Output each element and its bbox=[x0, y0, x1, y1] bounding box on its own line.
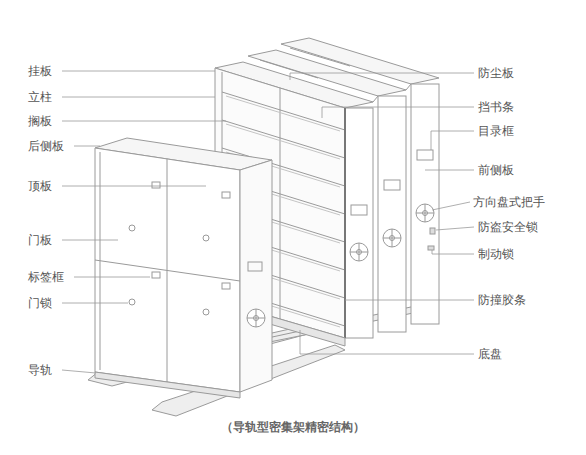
shelf-line bbox=[222, 120, 345, 158]
handwheels bbox=[350, 204, 435, 261]
part-label: 防尘板 bbox=[478, 66, 514, 80]
part-label: 防撞胶条 bbox=[478, 293, 526, 307]
part-label: 目录框 bbox=[478, 124, 514, 138]
part-label: 门板 bbox=[28, 233, 52, 247]
part-label: 搁板 bbox=[28, 114, 52, 128]
part-label: 导轨 bbox=[28, 363, 52, 377]
book-stop-line bbox=[226, 96, 340, 131]
part-label: 底盘 bbox=[478, 347, 502, 361]
shelf-line bbox=[222, 92, 345, 130]
part-label: 挡书条 bbox=[478, 100, 514, 114]
part-label: 挂板 bbox=[28, 64, 52, 78]
caption: （导轨型密集架精密结构） bbox=[0, 420, 586, 434]
front-cabinet bbox=[95, 138, 272, 398]
part-label: 顶板 bbox=[28, 179, 52, 193]
part-label: 后侧板 bbox=[28, 139, 64, 153]
part-label: 防盗安全锁 bbox=[478, 220, 538, 234]
part-label: 制动锁 bbox=[478, 247, 514, 261]
part-label: 立柱 bbox=[28, 90, 52, 104]
book-stop-line bbox=[226, 124, 340, 159]
part-label: 标签框 bbox=[28, 270, 64, 284]
part-label: 方向盘式把手 bbox=[473, 195, 545, 209]
part-label: 前侧板 bbox=[478, 163, 514, 177]
leader-lines bbox=[62, 71, 474, 373]
part-label: 门锁 bbox=[28, 296, 52, 310]
